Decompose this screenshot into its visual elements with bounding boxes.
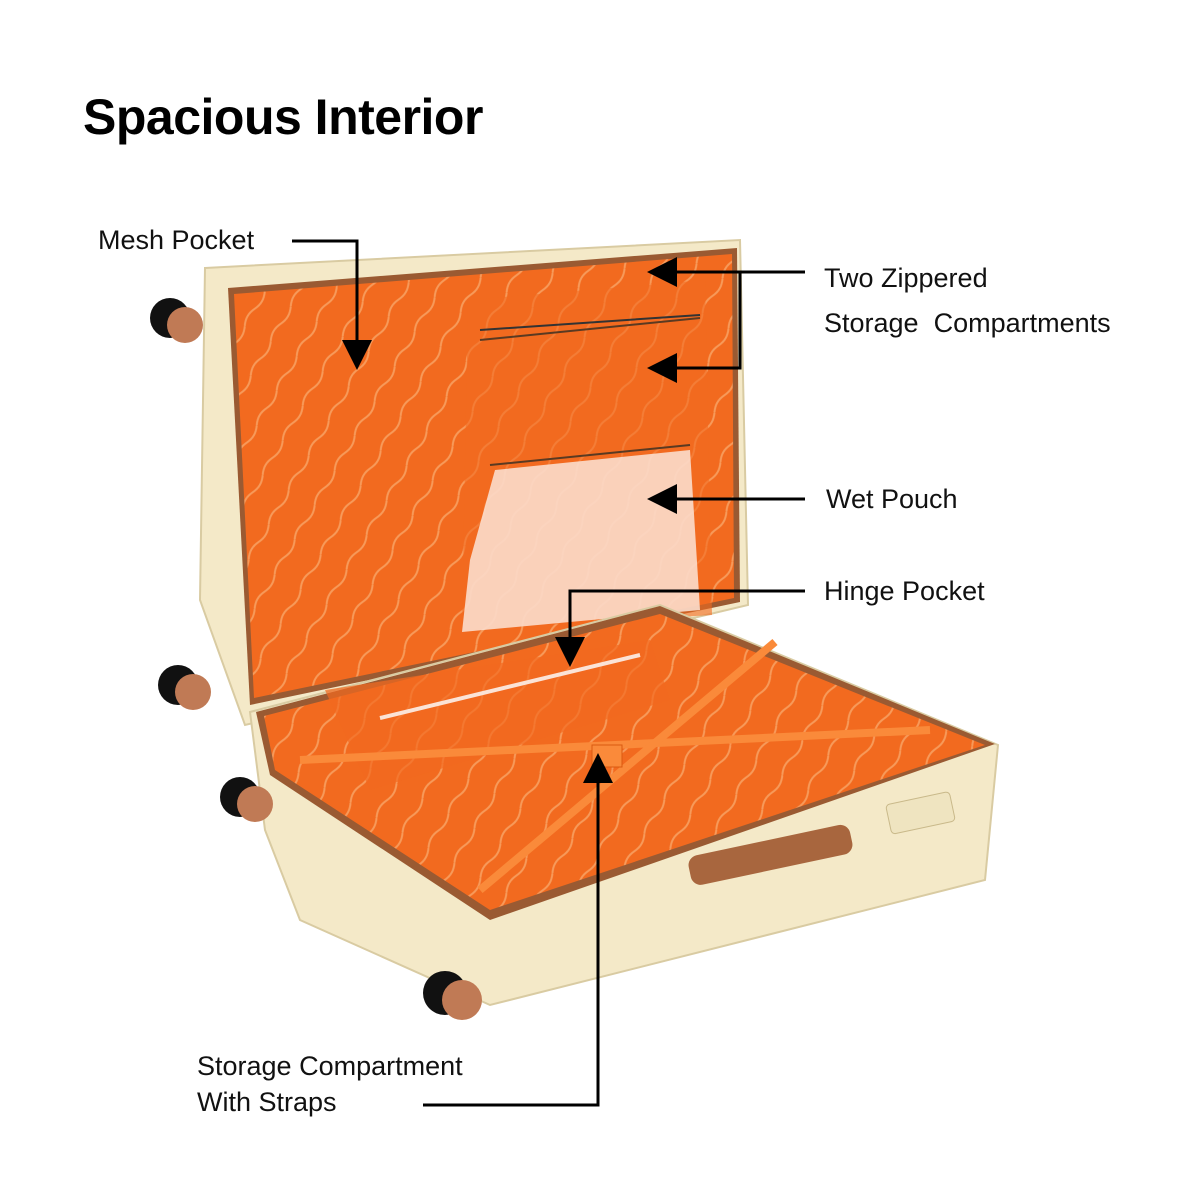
suitcase-base [248, 603, 1000, 1007]
wheel [158, 665, 211, 710]
page-title: Spacious Interior [83, 89, 483, 145]
label-hinge-pocket: Hinge Pocket [824, 576, 985, 606]
label-storage-straps-line1: Storage Compartment [197, 1051, 463, 1081]
wheels [150, 298, 482, 1020]
hinge-pocket-arrow [555, 589, 805, 667]
wheel [150, 298, 203, 343]
wheel [220, 777, 273, 822]
mesh-pocket-arrow [292, 239, 372, 370]
wet-pouch [462, 450, 700, 632]
combination-lock [885, 791, 956, 835]
zipper-middle [489, 444, 691, 466]
label-two-zippered-line2: Storage Compartments [824, 308, 1111, 338]
label-mesh-pocket: Mesh Pocket [98, 225, 255, 255]
callout-arrows [292, 239, 805, 1107]
zippered-arrow-bottom [647, 272, 742, 383]
zipper-top [479, 317, 701, 341]
label-wet-pouch: Wet Pouch [826, 484, 958, 514]
strap-buckle [591, 744, 623, 768]
label-storage-straps-line2: With Straps [197, 1087, 337, 1117]
side-handle [688, 824, 853, 885]
label-two-zippered-line1: Two Zippered [824, 263, 988, 293]
storage-straps-arrow [423, 753, 613, 1107]
wheel [423, 971, 482, 1020]
